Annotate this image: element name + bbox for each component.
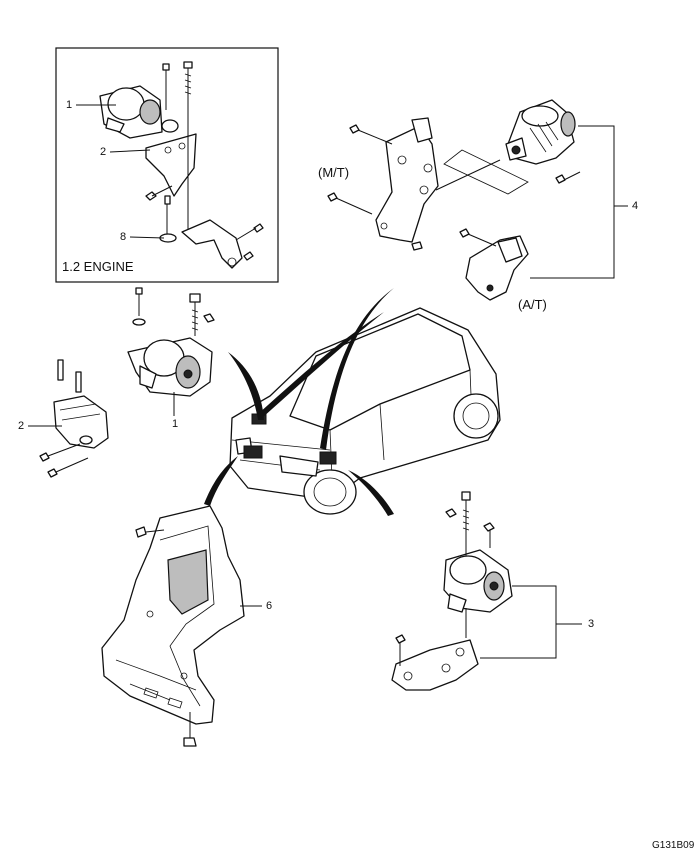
inset-mount-1 xyxy=(99,85,179,139)
automatic-transmission-label: (A/T) xyxy=(518,297,547,312)
callout-1: 1 xyxy=(172,418,179,430)
inset-bracket-8 xyxy=(159,195,264,269)
inset-plate-2 xyxy=(145,110,197,232)
mt-to-mount-guide xyxy=(435,149,529,195)
location-sweep-3 xyxy=(258,312,384,418)
inset-leaders xyxy=(76,104,165,239)
inset-callout-8: 8 xyxy=(120,231,127,243)
callout-6: 6 xyxy=(266,600,273,612)
inset-title: 1.2 ENGINE xyxy=(62,259,134,274)
callout-3: 3 xyxy=(588,618,595,630)
mount-2 xyxy=(39,359,109,478)
transmission-mount-4 xyxy=(505,99,581,184)
manual-transmission-label: (M/T) xyxy=(318,165,350,180)
inset-frame xyxy=(55,47,279,283)
callout-2: 2 xyxy=(18,420,25,432)
mt-bracket xyxy=(375,117,439,243)
bracket-4-leader xyxy=(530,125,628,279)
figure-code: G131B09 xyxy=(652,840,695,851)
car-body xyxy=(229,307,501,515)
mt-bolts xyxy=(327,124,423,251)
inset-bolt-left xyxy=(145,185,173,201)
callout-4: 4 xyxy=(632,200,639,212)
engine-mount-1 xyxy=(127,337,213,416)
location-sweep-2 xyxy=(320,288,394,450)
inset-callout-1: 1 xyxy=(66,99,73,111)
inset-bolts-top xyxy=(162,61,193,110)
engine-mount-1-bolts xyxy=(132,287,215,336)
engine-mount-3-leader xyxy=(480,585,582,659)
location-sweep-4 xyxy=(204,456,238,506)
engine-mount-3 xyxy=(391,491,513,691)
location-sweep-1 xyxy=(228,352,264,420)
location-sweep-5 xyxy=(348,470,394,516)
inset-callout-2: 2 xyxy=(100,146,107,158)
splash-shield-6 xyxy=(101,505,245,747)
at-bracket xyxy=(459,228,529,301)
